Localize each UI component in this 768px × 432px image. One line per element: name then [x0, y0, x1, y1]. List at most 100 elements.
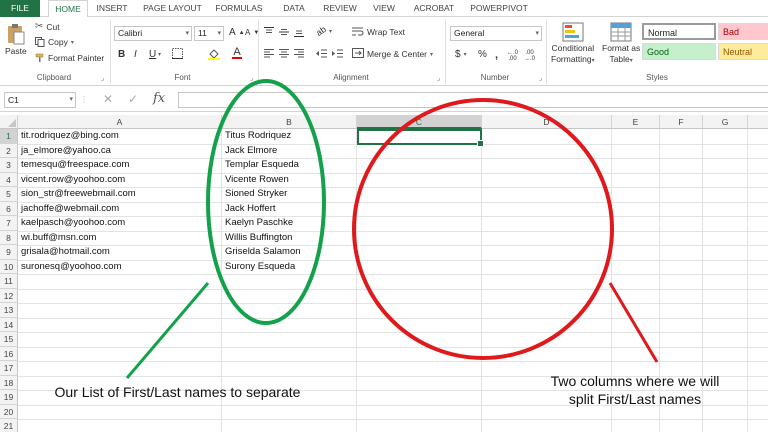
column-header-d[interactable]: D: [482, 115, 612, 129]
tab-file[interactable]: FILE: [0, 0, 40, 17]
row-header[interactable]: 9: [0, 245, 18, 260]
number-format-select[interactable]: General▾: [450, 26, 542, 41]
cell-email[interactable]: tit.rodriquez@bing.com: [21, 130, 119, 141]
cell-full-name[interactable]: Jack Elmore: [225, 144, 278, 156]
row-header[interactable]: 6: [0, 201, 18, 216]
column-header-b[interactable]: B: [222, 115, 357, 129]
cell-full-name[interactable]: Templar Esqueda: [225, 159, 299, 170]
tab-data[interactable]: DATA: [283, 3, 305, 13]
cell-email[interactable]: sion_str@freewebmail.com: [21, 188, 136, 199]
cell-full-name[interactable]: Titus Rodriquez: [225, 130, 292, 141]
cell-full-name[interactable]: Surony Esqueda: [225, 260, 296, 272]
align-right-button[interactable]: [293, 48, 305, 59]
font-launcher-icon[interactable]: ⌟: [250, 75, 254, 82]
comma-style-button[interactable]: ,: [495, 49, 499, 61]
format-as-table-button[interactable]: Format as Table▾: [602, 22, 640, 66]
decrease-decimal-button[interactable]: .00→.0: [524, 50, 535, 62]
number-launcher-icon[interactable]: ⌟: [539, 75, 543, 82]
row-header[interactable]: 20: [0, 404, 18, 419]
cell-full-name[interactable]: Griselda Salamon: [225, 246, 301, 257]
font-name-select[interactable]: Calibri▾: [114, 26, 192, 41]
tab-view[interactable]: VIEW: [373, 3, 395, 13]
tab-insert[interactable]: INSERT: [96, 3, 128, 13]
cell-email[interactable]: suronesq@yoohoo.com: [21, 260, 122, 272]
cell-email[interactable]: ja_elmore@yahoo.ca: [21, 144, 111, 156]
alignment-launcher-icon[interactable]: ⌟: [437, 75, 441, 82]
column-header-e[interactable]: E: [612, 115, 660, 129]
cell-full-name[interactable]: Jack Hoffert: [225, 202, 276, 214]
cell-email[interactable]: grisala@hotmail.com: [21, 246, 110, 257]
tab-review[interactable]: REVIEW: [323, 3, 357, 13]
row-header[interactable]: 4: [0, 172, 18, 187]
grow-font-button[interactable]: A▲: [229, 27, 245, 38]
cell-email[interactable]: jachoffe@webmail.com: [21, 202, 120, 214]
increase-decimal-button[interactable]: ←.0.00: [507, 50, 518, 62]
row-header[interactable]: 13: [0, 303, 18, 318]
cell-email[interactable]: vicent.row@yoohoo.com: [21, 173, 126, 185]
chevron-down-icon[interactable]: ▾: [158, 52, 162, 58]
style-good[interactable]: Good: [642, 43, 716, 60]
row-header[interactable]: 8: [0, 230, 18, 245]
style-neutral[interactable]: Neutral: [718, 43, 768, 60]
merge-center-button[interactable]: Merge & Center▾: [352, 48, 433, 60]
insert-function-icon[interactable]: fx: [153, 91, 166, 106]
bold-button[interactable]: B: [118, 49, 126, 60]
underline-button[interactable]: U: [149, 49, 157, 60]
format-painter-button[interactable]: Format Painter: [35, 53, 104, 63]
row-header[interactable]: 16: [0, 346, 18, 361]
cell-full-name[interactable]: Sioned Stryker: [225, 188, 288, 199]
row-header[interactable]: 19: [0, 390, 18, 405]
increase-indent-button[interactable]: [332, 48, 344, 59]
conditional-formatting-button[interactable]: Conditional Formatting▾: [551, 22, 595, 66]
percent-button[interactable]: %: [478, 49, 487, 60]
row-header[interactable]: 17: [0, 361, 18, 376]
decrease-indent-button[interactable]: [316, 48, 328, 59]
cell-full-name[interactable]: Willis Buffington: [225, 231, 293, 243]
align-bottom-button[interactable]: [293, 26, 305, 38]
clipboard-launcher-icon[interactable]: ⌟: [101, 75, 105, 82]
orientation-button[interactable]: ab▾: [314, 24, 332, 38]
row-header[interactable]: 5: [0, 187, 18, 202]
row-header[interactable]: 2: [0, 143, 18, 158]
italic-button[interactable]: I: [134, 49, 137, 60]
name-box[interactable]: C1▾: [4, 92, 76, 108]
cell-email[interactable]: wi.buff@msn.com: [21, 231, 97, 243]
align-top-button[interactable]: [263, 26, 275, 38]
shrink-font-button[interactable]: A▼: [245, 28, 259, 37]
column-header-g[interactable]: G: [703, 115, 748, 129]
paste-button[interactable]: Paste: [5, 23, 27, 56]
row-header[interactable]: 14: [0, 317, 18, 332]
column-header-c[interactable]: C: [357, 115, 482, 129]
tab-formulas[interactable]: FORMULAS: [215, 3, 263, 13]
row-header[interactable]: 1: [0, 129, 18, 144]
row-header[interactable]: 7: [0, 216, 18, 231]
cancel-icon[interactable]: ✕: [103, 92, 114, 106]
fill-color-button[interactable]: [208, 48, 220, 60]
select-all-corner[interactable]: [0, 115, 18, 129]
row-header[interactable]: 18: [0, 375, 18, 390]
tab-acrobat[interactable]: ACROBAT: [413, 3, 455, 13]
align-left-button[interactable]: [263, 48, 275, 59]
row-header[interactable]: 10: [0, 259, 18, 274]
cell-email[interactable]: temesqu@freespace.com: [21, 159, 130, 170]
row-header[interactable]: 11: [0, 274, 18, 289]
style-normal[interactable]: Normal: [642, 23, 716, 40]
row-header[interactable]: 12: [0, 288, 18, 303]
font-color-button[interactable]: A: [232, 47, 242, 59]
align-middle-button[interactable]: [278, 26, 290, 38]
copy-button[interactable]: Copy ▾: [35, 37, 74, 47]
cut-button[interactable]: ✂ Cut: [35, 21, 60, 32]
font-size-select[interactable]: 11▾: [194, 26, 224, 41]
wrap-text-button[interactable]: Wrap Text: [352, 26, 405, 38]
align-center-button[interactable]: [278, 48, 290, 59]
tab-page-layout[interactable]: PAGE LAYOUT: [143, 3, 202, 13]
cell-email[interactable]: kaelpasch@yoohoo.com: [21, 217, 126, 228]
currency-button[interactable]: $▾: [455, 49, 467, 60]
enter-icon[interactable]: ✓: [128, 92, 139, 106]
cell-full-name[interactable]: Kaelyn Paschke: [225, 217, 294, 228]
more-options-icon[interactable]: ⋮: [80, 95, 88, 104]
cell-full-name[interactable]: Vicente Rowen: [225, 173, 289, 185]
tab-powerpivot[interactable]: POWERPIVOT: [470, 3, 528, 13]
row-header[interactable]: 21: [0, 419, 18, 432]
style-bad[interactable]: Bad: [718, 23, 768, 40]
